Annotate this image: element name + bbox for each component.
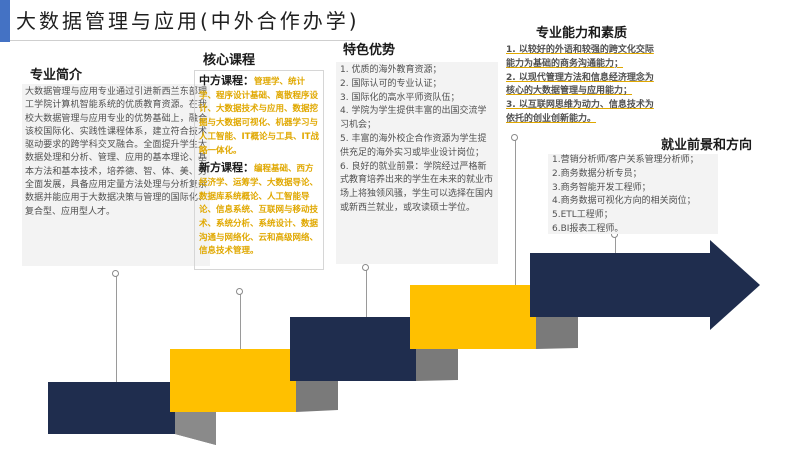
foreign-courses-label: 新方课程： — [199, 161, 254, 175]
career-item: 3.商务智能开发工程师； — [552, 182, 651, 193]
intro-connector-line — [116, 276, 117, 382]
foreign-courses: 新方课程：编程基础、西方经济学、运筹学、大数据导论、数据库系统概论、人工智能导论… — [199, 161, 319, 259]
step-3-block — [290, 317, 416, 381]
intro-heading: 专业简介 — [30, 68, 83, 83]
intro-panel: 大数据管理与应用专业通过引进新西兰东部理工学院计算机智能系统的优质教育资源。在我… — [22, 84, 210, 266]
step-5-arrow — [530, 240, 760, 330]
competence-connector-dot — [511, 134, 518, 141]
advantages-heading: 特色优势 — [343, 43, 396, 58]
step-4-shadow — [416, 349, 458, 381]
career-list: 1.营销分析师/客户关系管理分析师； 2.商务数据分析专员； 3.商务智能开发工… — [552, 154, 714, 237]
competence-item: 1. 以较好的外语和较强的跨文化交际能力为基础的商务沟通能力； — [506, 45, 654, 69]
advantages-list: 1. 优质的海外教育资源； 2. 国际认可的专业认证； 3. 国际化的高水平师资… — [340, 64, 494, 216]
career-panel: 1.营销分析师/客户关系管理分析师； 2.商务数据分析专员； 3.商务智能开发工… — [548, 154, 718, 234]
advantage-item: 6. 良好的就业前景：学院经过严格新式教育培养出来的学生在未来的就业市场上将独领… — [340, 161, 494, 213]
courses-heading: 核心课程 — [203, 53, 256, 68]
foreign-courses-list: 编程基础、西方经济学、运筹学、大数据导论、数据库系统概论、人工智能导论、信息系统… — [199, 164, 319, 257]
advantages-connector-dot — [362, 264, 369, 271]
advantage-item: 3. 国际化的高水平师资队伍； — [340, 92, 460, 103]
career-item: 2.商务数据分析专员； — [552, 168, 642, 179]
step-2-block — [170, 349, 296, 412]
competence-item: 2. 以现代管理方法和信息经济理念为核心的大数据管理与应用能力； — [506, 72, 654, 97]
courses-connector-dot — [236, 288, 243, 295]
step-2-shadow — [175, 412, 216, 445]
career-item: 5.ETL工程师； — [552, 210, 613, 221]
title-divider — [10, 40, 360, 41]
step-3-shadow — [296, 381, 338, 412]
career-item: 1.营销分析师/客户关系管理分析师； — [552, 155, 699, 165]
career-heading: 就业前景和方向 — [661, 138, 753, 153]
courses-connector-line — [240, 294, 241, 349]
advantages-connector-line — [366, 270, 367, 317]
chinese-courses-label: 中方课程： — [199, 74, 254, 87]
competence-connector-line — [515, 140, 516, 285]
career-item: 6.BI报表工程师。 — [552, 223, 624, 234]
chinese-courses: 中方课程：管理学、统计学、程序设计基础、离散程序设计、大数据技术与应用、数据挖掘… — [199, 74, 319, 158]
advantage-item: 5. 丰富的海外校企合作资源为学生提供充足的海外实习或毕业设计岗位； — [340, 133, 487, 158]
advantage-item: 4. 学院为学生提供丰富的出国交流学习机会； — [340, 106, 487, 131]
competence-item: 3. 以互联网思维为动力、信息技术为依托的创业创新能力。 — [506, 100, 654, 124]
step-5-shadow — [536, 317, 578, 349]
intro-connector-dot — [112, 270, 119, 277]
advantage-item: 1. 优质的海外教育资源； — [340, 65, 442, 75]
step-4-block — [410, 285, 536, 349]
competence-heading: 专业能力和素质 — [536, 26, 628, 41]
intro-text: 大数据管理与应用专业通过引进新西兰东部理工学院计算机智能系统的优质教育资源。在我… — [25, 87, 207, 217]
page-title: 大数据管理与应用(中外合作办学) — [16, 9, 360, 33]
title-accent-bar — [0, 0, 10, 42]
career-connector-line — [615, 236, 616, 253]
competence-panel: 1. 以较好的外语和较强的跨文化交际能力为基础的商务沟通能力； 2. 以现代管理… — [506, 44, 656, 127]
career-item: 4.商务数据可视化方向的相关岗位； — [552, 196, 696, 207]
courses-panel: 中方课程：管理学、统计学、程序设计基础、离散程序设计、大数据技术与应用、数据挖掘… — [194, 70, 324, 270]
chinese-courses-list: 管理学、统计学、程序设计基础、离散程序设计、大数据技术与应用、数据挖掘与大数据可… — [199, 77, 319, 156]
step-1-block — [48, 382, 175, 434]
advantage-item: 2. 国际认可的专业认证； — [340, 78, 442, 89]
advantages-panel: 1. 优质的海外教育资源； 2. 国际认可的专业认证； 3. 国际化的高水平师资… — [336, 62, 498, 264]
competence-list: 1. 以较好的外语和较强的跨文化交际能力为基础的商务沟通能力； 2. 以现代管理… — [506, 44, 656, 127]
